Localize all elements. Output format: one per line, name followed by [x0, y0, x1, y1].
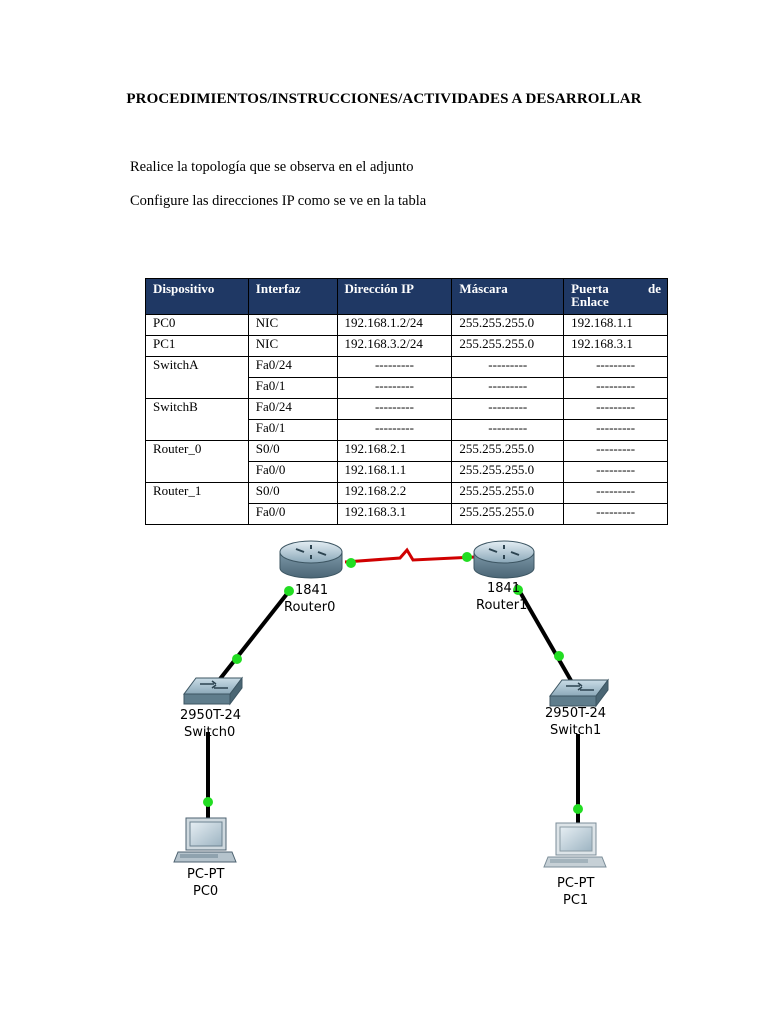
- header-device: Dispositivo: [145, 278, 249, 315]
- cell-device: SwitchB: [145, 398, 249, 420]
- switch1-model-label: 2950T-24: [545, 706, 606, 721]
- router1[interactable]: [473, 540, 535, 579]
- table-header-row: Dispositivo Interfaz Dirección IP Máscar…: [145, 278, 668, 315]
- instruction-topology: Realice la topología que se observa en e…: [130, 159, 414, 175]
- header-gateway-word1: Puerta: [571, 281, 609, 296]
- ethernet-link-router1-switch1: [514, 584, 575, 685]
- switch-arrows-icon: [200, 680, 228, 689]
- cell-ip: 192.168.3.1: [336, 503, 453, 525]
- link-up-dot: [232, 654, 242, 664]
- switch0-name-label: Switch0: [184, 725, 235, 740]
- router0[interactable]: [279, 540, 343, 579]
- header-gateway-word2: de: [648, 281, 661, 296]
- table-row: Router_0 S0/0 192.168.2.1 255.255.255.0 …: [145, 440, 668, 462]
- cell-mask: 255.255.255.0: [451, 482, 565, 504]
- cell-gateway: 192.168.1.1: [563, 314, 668, 336]
- pc0[interactable]: [173, 817, 237, 863]
- ethernet-link-router0-switch0: [214, 588, 292, 686]
- cell-gateway: ---------: [563, 503, 668, 525]
- switch1[interactable]: [549, 678, 609, 708]
- router0-name-label: Router0: [284, 600, 335, 615]
- table-row: PC1 NIC 192.168.3.2/24 255.255.255.0 192…: [145, 335, 668, 357]
- cell-ip: ---------: [336, 356, 453, 378]
- cell-interface: S0/0: [247, 440, 338, 462]
- instruction-ip-config: Configure las direcciones IP como se ve …: [130, 193, 427, 209]
- table-row: Fa0/0 192.168.3.1 255.255.255.0 --------…: [145, 503, 668, 525]
- link-status-dots: [203, 552, 583, 814]
- link-up-dot: [513, 585, 523, 595]
- switch0-model-label: 2950T-24: [180, 708, 241, 723]
- switch-arrows-icon: [566, 682, 594, 691]
- cell-mask: 255.255.255.0: [451, 335, 565, 357]
- switch0[interactable]: [183, 676, 243, 706]
- pc0-name-label: PC0: [193, 884, 218, 899]
- router-arrows-icon: [295, 545, 327, 559]
- link-up-dot: [346, 558, 356, 568]
- cell-interface: Fa0/24: [247, 356, 338, 378]
- table-row: Router_1 S0/0 192.168.2.2 255.255.255.0 …: [145, 482, 668, 504]
- cell-device: [145, 503, 249, 525]
- header-mask: Máscara: [451, 278, 565, 315]
- section-heading: PROCEDIMIENTOS/INSTRUCCIONES/ACTIVIDADES…: [126, 91, 642, 107]
- pc1-model-label: PC-PT: [557, 876, 594, 891]
- cell-device: Router_1: [145, 482, 249, 504]
- router-arrows-icon: [488, 545, 520, 559]
- header-gateway-word3: Enlace: [571, 294, 609, 309]
- cell-interface: S0/0: [247, 482, 338, 504]
- cell-interface: Fa0/0: [247, 503, 338, 525]
- cell-mask: 255.255.255.0: [451, 440, 565, 462]
- keyboard-icon: [180, 854, 218, 858]
- link-up-dot: [284, 586, 294, 596]
- header-ip: Dirección IP: [336, 278, 453, 315]
- cell-mask: ---------: [451, 398, 565, 420]
- cell-gateway: ---------: [563, 461, 668, 483]
- link-up-dot: [554, 651, 564, 661]
- cell-gateway: ---------: [563, 398, 668, 420]
- pc1[interactable]: [543, 822, 607, 868]
- router0-model-label: 1841: [295, 583, 328, 598]
- ip-address-table: Dispositivo Interfaz Dirección IP Máscar…: [145, 278, 668, 525]
- switch1-name-label: Switch1: [550, 723, 601, 738]
- cell-ip: ---------: [336, 377, 453, 399]
- table-row: PC0 NIC 192.168.1.2/24 255.255.255.0 192…: [145, 314, 668, 336]
- cell-device: Router_0: [145, 440, 249, 462]
- keyboard-icon: [550, 859, 588, 863]
- links: [206, 547, 580, 828]
- link-up-dot: [573, 804, 583, 814]
- table-row: SwitchB Fa0/24 --------- --------- -----…: [145, 398, 668, 420]
- serial-link-router0-router1: [344, 547, 476, 564]
- link-up-dot: [462, 552, 472, 562]
- pc0-model-label: PC-PT: [187, 867, 224, 882]
- pc1-name-label: PC1: [563, 893, 588, 908]
- cell-mask: ---------: [451, 377, 565, 399]
- cell-device: SwitchA: [145, 356, 249, 378]
- link-up-dot: [203, 797, 213, 807]
- cell-device: PC1: [145, 335, 249, 357]
- router1-model-label: 1841: [487, 581, 520, 596]
- router1-name-label: Router1: [476, 598, 527, 613]
